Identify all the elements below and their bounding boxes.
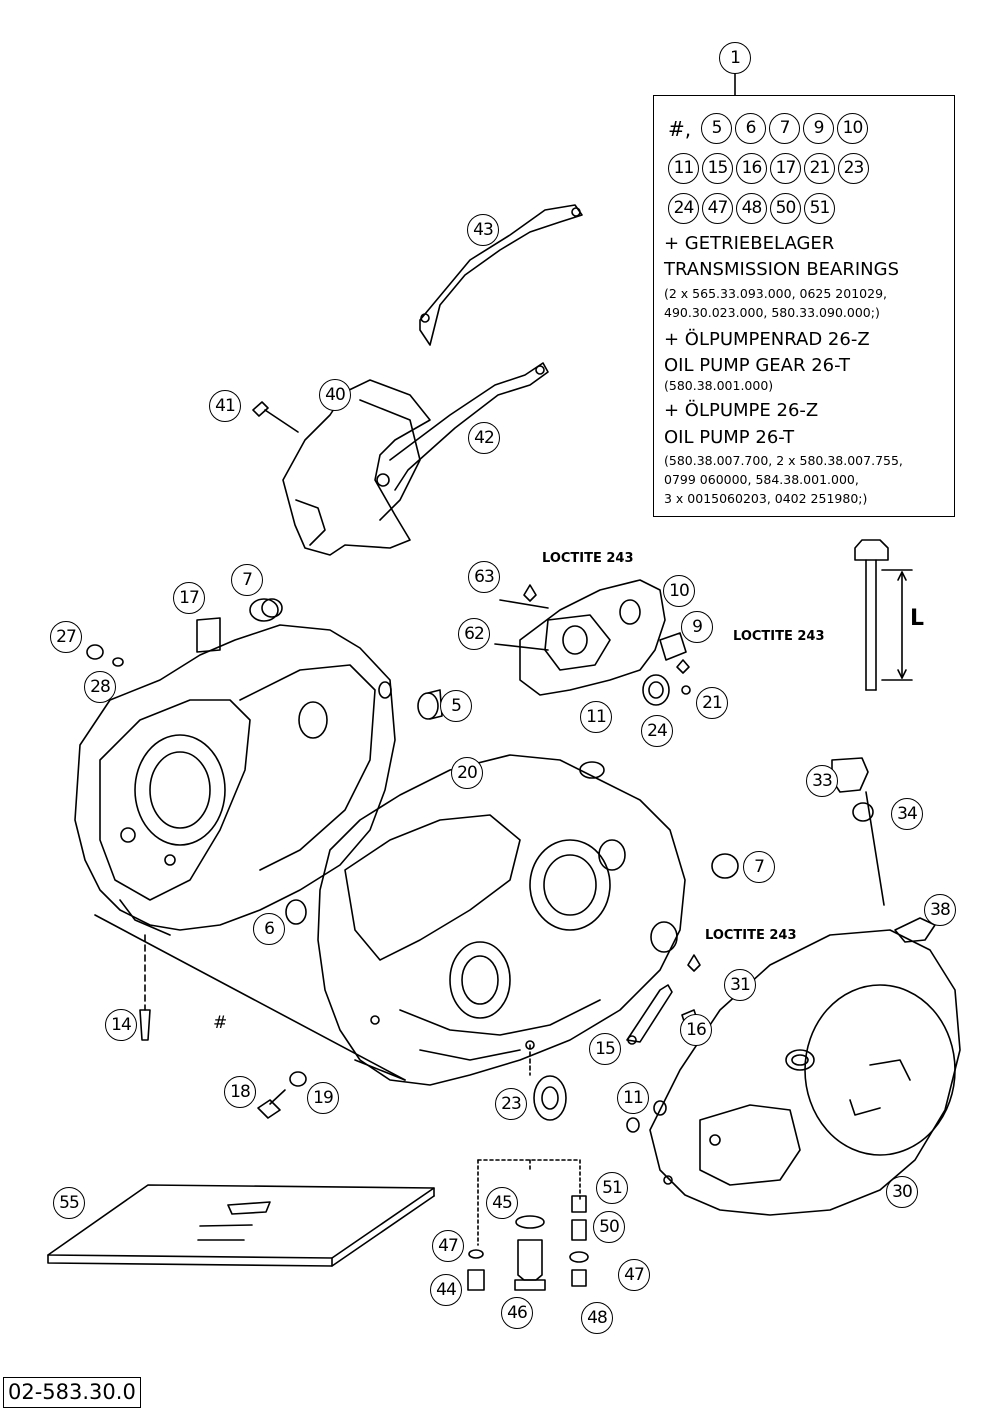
callout: 31 — [724, 969, 756, 1001]
legend-callout: 24 — [668, 193, 699, 224]
callout: 41 — [209, 390, 241, 422]
callout: 47 — [432, 1230, 464, 1262]
legend-callout: 16 — [736, 153, 767, 184]
callout: 47 — [618, 1259, 650, 1291]
legend-callout: 9 — [803, 113, 834, 144]
callout: 14 — [105, 1009, 137, 1041]
legend-callout: 51 — [804, 193, 835, 224]
legend-line: 0799 060000, 584.38.001.000, — [664, 472, 859, 487]
legend-callout: 47 — [702, 193, 733, 224]
legend-line: OIL PUMP 26-T — [664, 427, 795, 448]
legend-line: (580.38.007.700, 2 x 580.38.007.755, — [664, 453, 903, 468]
legend-line: (580.38.001.000) — [664, 378, 774, 393]
diagram-part-number: 02-583.30.0 — [3, 1377, 141, 1408]
legend-callout: 7 — [769, 113, 800, 144]
callout: 43 — [467, 214, 499, 246]
callout: 19 — [307, 1082, 339, 1114]
legend-line: + ÖLPUMPENRAD 26-Z — [664, 329, 870, 350]
loctite-note: LOCTITE 243 — [733, 629, 825, 644]
loctite-note: LOCTITE 243 — [542, 551, 634, 566]
legend-line: 3 x 0015060203, 0402 251980;) — [664, 491, 868, 506]
legend-line: 490.30.023.000, 580.33.090.000;) — [664, 305, 880, 320]
callout: 20 — [451, 757, 483, 789]
dipstick-length-label: L — [910, 606, 925, 631]
callout: 11 — [617, 1082, 649, 1114]
legend-line: + GETRIEBELAGER — [664, 233, 835, 254]
callout: 16 — [680, 1014, 712, 1046]
callout: 17 — [173, 582, 205, 614]
callout: 55 — [53, 1187, 85, 1219]
callout: 50 — [593, 1211, 625, 1243]
legend-callout: 15 — [702, 153, 733, 184]
callout-1-label: 1 — [730, 48, 741, 68]
callout: 15 — [589, 1033, 621, 1065]
callout: 45 — [486, 1187, 518, 1219]
legend-callout: 17 — [770, 153, 801, 184]
legend-callout: 21 — [804, 153, 835, 184]
callout: 10 — [663, 575, 695, 607]
assembly-hash-mark: # — [213, 1013, 228, 1033]
legend-callout: 48 — [736, 193, 767, 224]
legend-line: OIL PUMP GEAR 26-T — [664, 355, 850, 376]
legend-callout: 10 — [837, 113, 868, 144]
callout: 42 — [468, 422, 500, 454]
callout: 5 — [440, 690, 472, 722]
callout: 21 — [696, 687, 728, 719]
legend-line: TRANSMISSION BEARINGS — [664, 259, 900, 280]
callout: 33 — [806, 765, 838, 797]
callout: 23 — [495, 1088, 527, 1120]
legend-callout: 6 — [735, 113, 766, 144]
callout: 9 — [681, 611, 713, 643]
callout: 40 — [319, 379, 351, 411]
loctite-note: LOCTITE 243 — [705, 928, 797, 943]
callout: 48 — [581, 1302, 613, 1334]
legend-row-3: 24 47 48 50 51 — [668, 193, 835, 224]
legend-callout: 5 — [701, 113, 732, 144]
legend-line: (2 x 565.33.093.000, 0625 201029, — [664, 286, 887, 301]
legend-row-1: #, 5 6 7 9 10 — [668, 113, 868, 144]
callout: 63 — [468, 561, 500, 593]
kit-contents-legend: #, 5 6 7 9 10 11 15 16 17 21 23 24 47 48… — [653, 95, 955, 517]
legend-line: + ÖLPUMPE 26-Z — [664, 400, 819, 421]
legend-row-2: 11 15 16 17 21 23 — [668, 153, 869, 184]
callout-1: 1 — [719, 42, 751, 74]
callout: 27 — [50, 621, 82, 653]
callout: 38 — [924, 894, 956, 926]
callout: 34 — [891, 798, 923, 830]
callout: 44 — [430, 1274, 462, 1306]
callout: 30 — [886, 1176, 918, 1208]
callout: 6 — [253, 913, 285, 945]
legend-hash-symbol: #, — [668, 116, 692, 141]
legend-callout: 23 — [838, 153, 869, 184]
callout: 51 — [596, 1172, 628, 1204]
callout: 11 — [580, 701, 612, 733]
callout: 28 — [84, 671, 116, 703]
callout: 7 — [231, 564, 263, 596]
callout: 24 — [641, 715, 673, 747]
legend-callout: 11 — [668, 153, 699, 184]
callout: 62 — [458, 618, 490, 650]
callout: 46 — [501, 1297, 533, 1329]
callout: 18 — [224, 1076, 256, 1108]
legend-callout: 50 — [770, 193, 801, 224]
callout: 7 — [743, 851, 775, 883]
